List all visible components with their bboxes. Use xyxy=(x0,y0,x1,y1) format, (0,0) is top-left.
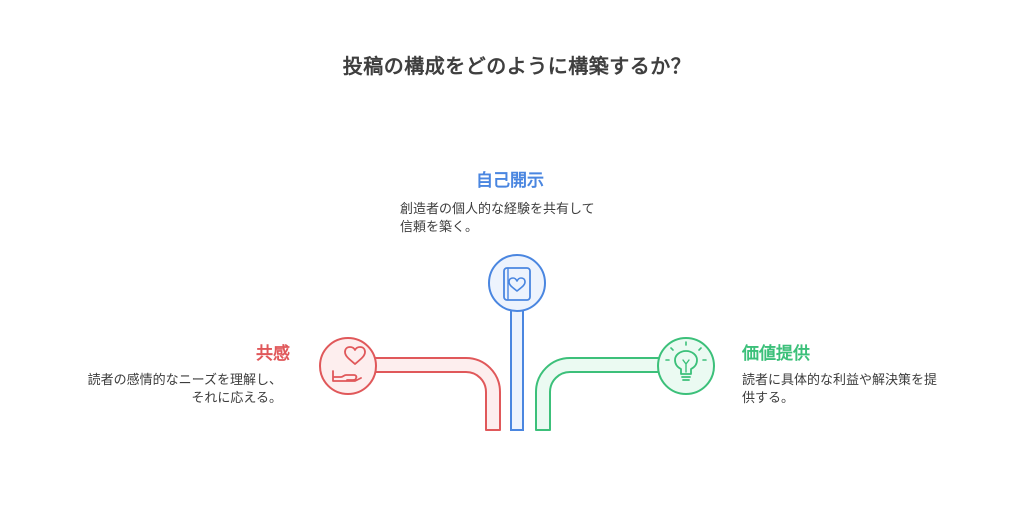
lightbulb-icon xyxy=(665,341,707,381)
self-disclosure-description: 創造者の個人的な経験を共有して 信頼を築く。 xyxy=(400,201,595,237)
empathy-heading: 共感 xyxy=(256,344,290,364)
value-heading: 価値提供 xyxy=(742,344,810,364)
helping-hand-icon xyxy=(332,370,362,382)
empathy-description-line: それに応える。 xyxy=(191,391,282,406)
value-description-line: 供する。 xyxy=(742,391,795,406)
self-disclosure-description-line: 信頼を築く。 xyxy=(400,220,479,235)
self-disclosure-node xyxy=(488,254,546,312)
book-heart-icon xyxy=(503,267,531,301)
value-description-line: 読者に具体的な利益や解決策を提 xyxy=(742,373,938,388)
empathy-description: 読者の感情的なニーズを理解し、 それに応える。 xyxy=(88,372,282,408)
page-title: 投稿の構成をどのように構築するか？ xyxy=(342,54,692,78)
empathy-node xyxy=(319,337,377,395)
value-node xyxy=(657,337,715,395)
value-description: 読者に具体的な利益や解決策を提 供する。 xyxy=(742,372,937,408)
self-disclosure-description-line: 創造者の個人的な経験を共有して xyxy=(400,202,595,217)
empathy-description-line: 読者の感情的なニーズを理解し、 xyxy=(87,373,282,388)
self-disclosure-heading: 自己開示 xyxy=(476,171,544,191)
heart-icon xyxy=(344,346,366,365)
self-disclosure-connector xyxy=(510,309,524,431)
empathy-connector xyxy=(371,357,501,431)
value-connector xyxy=(535,357,663,431)
